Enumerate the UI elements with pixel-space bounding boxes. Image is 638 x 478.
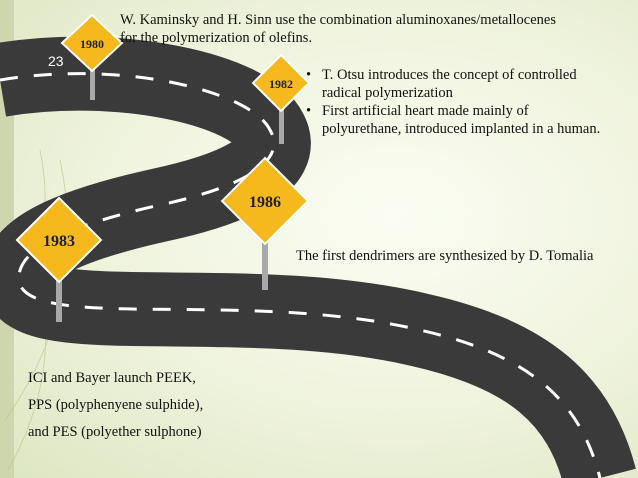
slide-number: 23 [48,53,64,69]
bullet-item: First artificial heart made mainly of po… [306,102,636,138]
sign-1982: 1982 [251,53,311,113]
sign-1986: 1986 [220,156,310,246]
milestone-1983-line1: ICI and Bayer launch PEEK, [28,370,196,386]
milestone-1986-text: The first dendrimers are synthesized by … [296,248,594,264]
milestone-1983-line3: and PES (polyether sulphone) [28,424,202,440]
sign-1983: 1983 [15,196,103,284]
sign-1980: 1980 [60,13,124,73]
winding-road [0,36,636,478]
milestone-1983-text: ICI and Bayer launch PEEK, PPS (polyphen… [28,365,288,446]
sign-1982-label: 1982 [269,77,293,91]
sign-1986-label: 1986 [249,194,281,211]
sign-1980-label: 1980 [80,37,104,51]
milestone-1982-bullets: T. Otsu introduces the concept of contro… [306,66,636,138]
sign-1983-label: 1983 [43,233,75,250]
milestone-1983-line2: PPS (polyphenyene sulphide), [28,397,204,413]
bullet-item: T. Otsu introduces the concept of contro… [306,66,636,102]
milestone-1980-text: W. Kaminsky and H. Sinn use the combinat… [120,11,630,47]
milestone-1980-line1: W. Kaminsky and H. Sinn use the combinat… [120,12,556,28]
milestone-1980-line2: for the polymerization of olefins. [120,30,313,46]
